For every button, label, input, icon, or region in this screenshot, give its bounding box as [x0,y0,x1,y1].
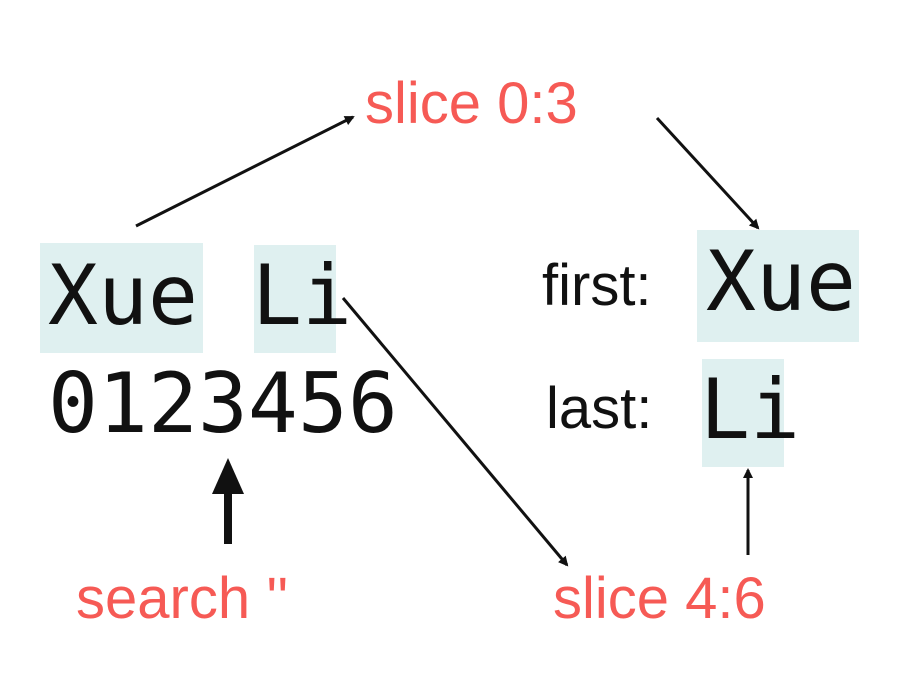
result-last-highlight [702,359,784,467]
slice-first-label: slice 0:3 [365,71,578,136]
source-indices: 0123456 [48,355,398,452]
arrow-search-head [212,458,244,494]
source-last-name: Li [252,247,352,344]
last-value: Li [700,361,800,458]
slice-last-label: slice 4:6 [553,566,766,631]
first-value: Xue [706,233,856,330]
last-label: last: [546,376,653,441]
first-label: first: [542,253,652,318]
search-label: search '' [76,566,289,631]
arrow-source-to-slice-first [135,115,355,228]
source-first-name: Xue [48,247,198,344]
last-name-highlight [254,245,336,353]
first-name-highlight [40,243,203,353]
result-first-highlight [697,230,859,342]
arrow-slice-first-to-result [655,116,760,230]
arrow-last-name-to-slice-last [341,297,569,567]
